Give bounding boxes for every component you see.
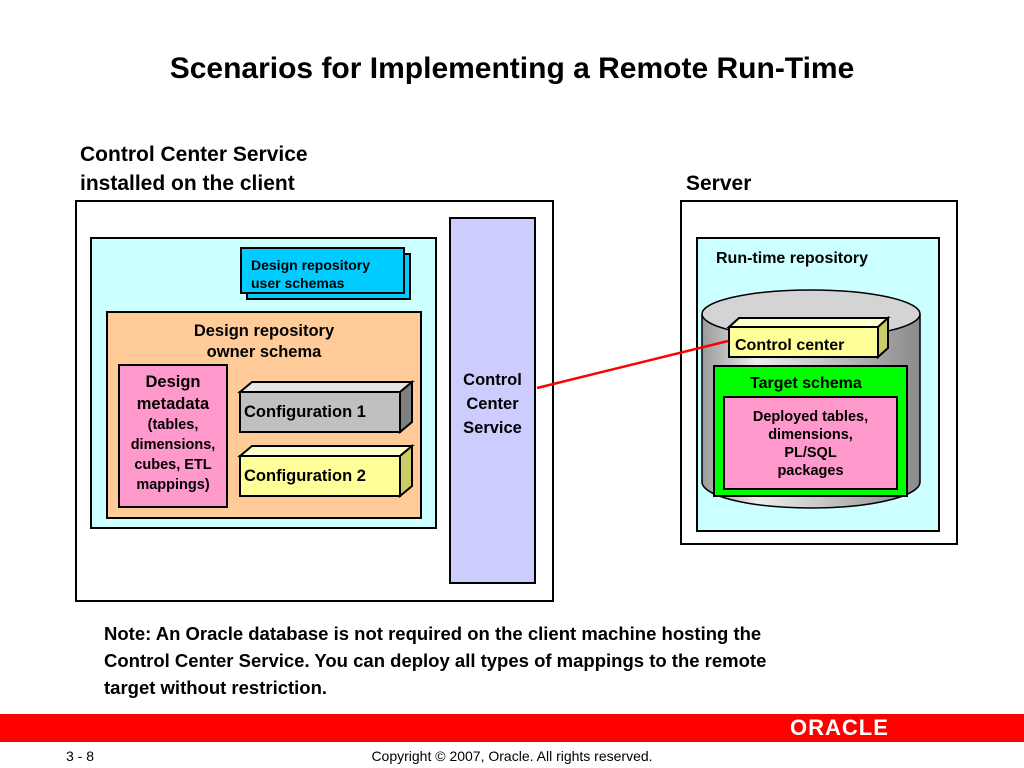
client-heading: Control Center Service installed on the … <box>80 140 308 198</box>
server-heading: Server <box>686 172 752 195</box>
ccs-line2: Center <box>466 395 519 413</box>
runtime-repository-label: Run-time repository <box>716 250 869 267</box>
user-schemas-line2: user schemas <box>251 275 345 291</box>
ccs-line3: Service <box>463 419 522 437</box>
design-metadata-line5: cubes, ETL <box>134 457 212 473</box>
deployed-objects-box: Deployed tables, dimensions, PL/SQL pack… <box>723 396 898 490</box>
design-repo-user-schemas: Design repository user schemas <box>240 247 405 294</box>
oracle-logo: ORACLE <box>790 715 889 740</box>
note-text: Note: An Oracle database is not required… <box>104 620 944 701</box>
configuration-1-shape <box>237 380 415 435</box>
deployed-line1: Deployed tables, <box>752 409 869 425</box>
control-center-shape <box>726 315 891 360</box>
configuration-1-label: Configuration 1 <box>244 403 366 421</box>
deployed-line2: dimensions, <box>768 427 853 443</box>
design-metadata-line6: mappings) <box>136 477 210 493</box>
copyright-text: Copyright © 2007, Oracle. All rights res… <box>371 748 653 764</box>
note-line2: Control Center Service. You can deploy a… <box>104 650 767 671</box>
footer-bar <box>0 714 1024 742</box>
configuration-2-shape <box>237 444 415 499</box>
note-line1: Note: An Oracle database is not required… <box>104 623 762 644</box>
client-heading-line2: installed on the client <box>80 172 295 195</box>
configuration-2-label: Configuration 2 <box>244 467 366 485</box>
slide-title: Scenarios for Implementing a Remote Run-… <box>169 52 855 85</box>
owner-schema-label: Design repository owner schema <box>108 321 420 363</box>
design-metadata-line1: Design <box>145 373 201 391</box>
control-center-service-box: Control Center Service <box>449 217 536 584</box>
page-number: 3 - 8 <box>66 748 95 764</box>
ccs-line1: Control <box>463 371 522 389</box>
note-line3: target without restriction. <box>104 677 328 698</box>
client-heading-line1: Control Center Service <box>80 143 308 166</box>
design-metadata-line3: (tables, <box>147 417 199 433</box>
design-metadata-line2: metadata <box>136 395 210 413</box>
design-metadata-box: Design metadata (tables, dimensions, cub… <box>118 364 228 508</box>
design-metadata-line4: dimensions, <box>130 437 216 453</box>
user-schemas-line1: Design repository <box>251 257 371 273</box>
owner-schema-line1: Design repository <box>193 322 335 340</box>
target-schema-label: Target schema <box>750 375 862 392</box>
deployed-line3: PL/SQL <box>784 445 837 461</box>
deployed-line4: packages <box>777 463 844 479</box>
control-center-label: Control center <box>735 337 845 354</box>
owner-schema-line2: owner schema <box>206 343 322 361</box>
